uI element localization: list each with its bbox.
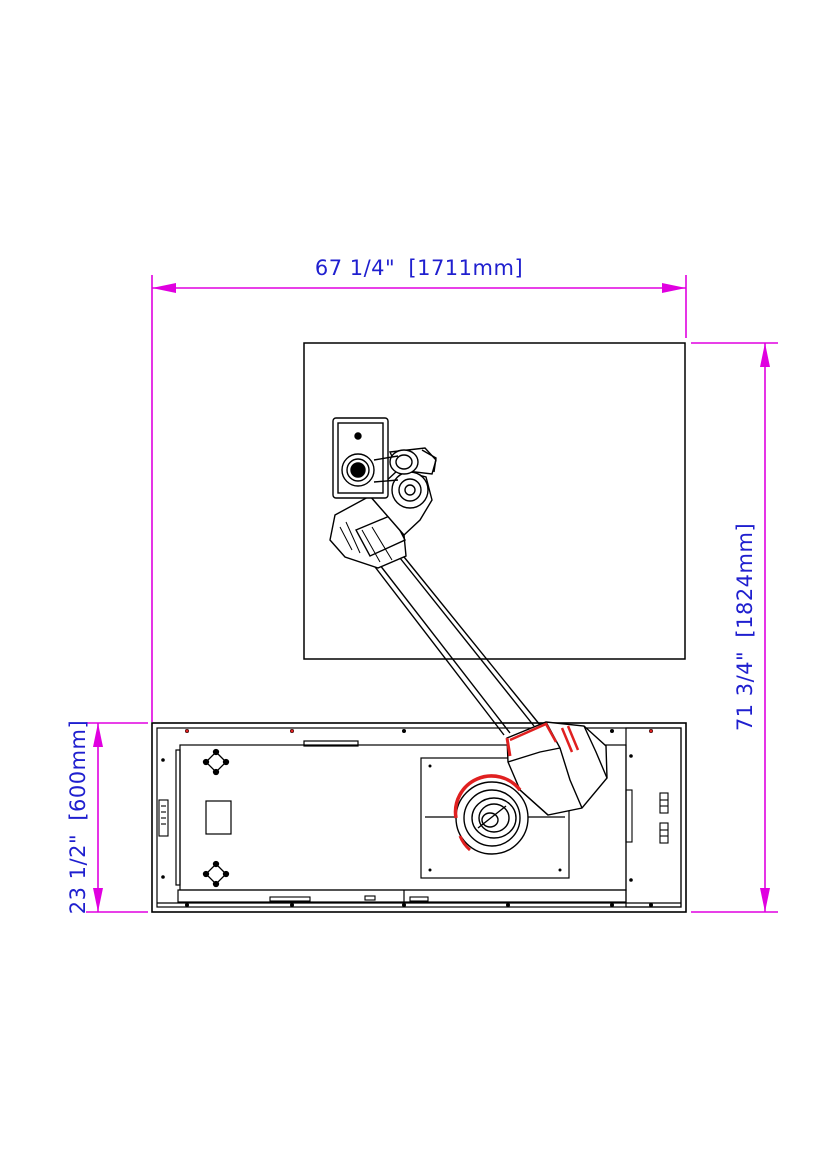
base-dimension-label: 23 1/2" [600mm]: [66, 720, 90, 914]
mount-holes: [202, 748, 230, 888]
robot-end-effector: [332, 417, 399, 499]
arrow-left-icon: [152, 283, 176, 293]
work-table-outline: [303, 342, 686, 660]
robot-forearm: [371, 551, 541, 736]
robot-base-joint: [453, 774, 549, 855]
arrow-right-icon: [662, 283, 686, 293]
depth-dimension-label: 71 3/4" [1824mm]: [733, 523, 757, 731]
width-dimension-label: 67 1/4" [1711mm]: [315, 256, 523, 280]
robot-shoulder-joint: [505, 721, 608, 816]
dimension-arrows: [93, 283, 770, 912]
arrow-up-icon: [760, 343, 770, 367]
side-connectors: [158, 789, 669, 902]
arrow-up-icon: [93, 723, 103, 747]
arrow-down-icon: [760, 888, 770, 912]
dimension-lines: [86, 275, 778, 913]
fasteners-red: [185, 729, 653, 733]
arrow-down-icon: [93, 888, 103, 912]
